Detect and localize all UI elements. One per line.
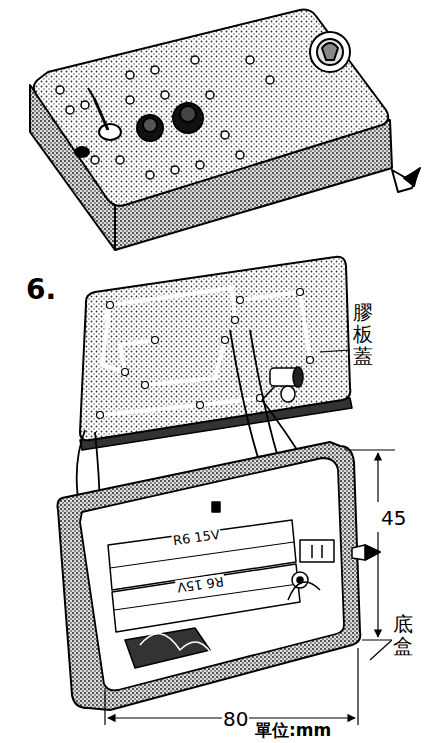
mounting-hole: [266, 76, 274, 84]
switch-terminal: [321, 545, 323, 558]
led-cone: [352, 545, 380, 560]
solder-pad: [232, 317, 239, 324]
battery-clip-wires: [125, 628, 215, 668]
mounting-hole: [126, 96, 134, 104]
copper-trace: [100, 288, 310, 415]
indicator-lamp: [322, 43, 338, 60]
dimension-line: [104, 690, 105, 725]
dimension-line: [357, 648, 358, 725]
push-buttons: [180, 106, 196, 122]
switch: [99, 124, 121, 140]
solder-pad: [142, 382, 149, 389]
push-buttons: [143, 118, 157, 132]
dimension-line: [370, 640, 392, 660]
coil-component: [293, 367, 303, 387]
solder-pad: [297, 289, 304, 296]
dimension-line: [105, 350, 395, 725]
mounting-hole: [246, 56, 254, 64]
switch-terminal: [288, 540, 334, 600]
dimension-line: [377, 453, 378, 502]
lid-plate: [80, 257, 350, 441]
mounting-hole: [206, 91, 214, 99]
led-cone: [392, 168, 420, 192]
copper-trace: [105, 288, 235, 320]
solder-pad: [197, 402, 204, 409]
mounting-hole: [146, 171, 154, 179]
push-buttons: [137, 115, 163, 141]
battery: [108, 502, 300, 632]
mounting-hole: [221, 131, 229, 139]
dimension-line: [362, 639, 395, 640]
assembled-box: [30, 10, 420, 250]
assembled-box: [56, 56, 274, 179]
mounting-hole: [66, 106, 74, 114]
mounting-hole: [56, 86, 64, 94]
battery: [112, 564, 300, 632]
solder-pad: [107, 302, 114, 309]
led-cone: [404, 170, 418, 186]
step-number: 6.: [26, 276, 56, 304]
assembled-box: [34, 10, 389, 206]
dimension-line: [320, 350, 350, 352]
mounting-hole: [91, 156, 99, 164]
battery: [110, 542, 294, 568]
coil-component: [262, 367, 303, 402]
mounting-hole: [151, 66, 159, 74]
mounting-hole: [126, 71, 134, 79]
solder-pad: [222, 337, 229, 344]
switch-terminal: [311, 545, 313, 558]
copper-trace: [102, 305, 155, 372]
switch-terminal: [300, 540, 334, 562]
copper-trace: [240, 292, 310, 360]
dimension-value: 45: [380, 507, 407, 529]
switch: [75, 88, 121, 157]
battery: [212, 502, 220, 512]
mounting-hole: [81, 101, 89, 109]
led-cone: [352, 545, 380, 560]
dimension-value: 80: [222, 708, 249, 730]
part-name: 底盒: [392, 612, 414, 658]
mounting-hole: [171, 166, 179, 174]
solder-pad: [237, 297, 244, 304]
mounting-hole: [116, 156, 124, 164]
indicator-lamp: [310, 32, 350, 72]
solder-pad: [122, 369, 129, 376]
solder-pad: [97, 289, 314, 419]
battery-clip-wires: [125, 628, 210, 668]
switch-terminal: [288, 582, 320, 600]
coil-component: [262, 386, 275, 400]
led-cone: [392, 168, 420, 192]
dimension-line: [377, 532, 378, 637]
indicator-lamp: [317, 39, 343, 65]
mounting-hole: [191, 56, 199, 64]
solder-pad: [152, 337, 159, 344]
lid-plate: [80, 257, 352, 450]
copper-trace: [145, 340, 225, 385]
dimension-line: [345, 449, 395, 450]
indicator-lamp: [310, 32, 350, 72]
switch: [88, 88, 94, 98]
solder-pad: [307, 357, 314, 364]
bottom-tray: [58, 442, 381, 710]
bottom-tray: [58, 442, 361, 710]
unit-note: 單位:mm: [255, 722, 331, 739]
copper-trace: [100, 398, 260, 415]
coil-component: [281, 386, 295, 402]
solder-pad: [97, 412, 104, 419]
switch: [94, 98, 108, 130]
switch-terminal: [292, 572, 308, 588]
part-name: 膠板蓋: [352, 300, 374, 368]
battery-clip-wires: [140, 634, 215, 660]
switch: [75, 147, 89, 157]
push-buttons: [137, 103, 203, 141]
mounting-hole: [161, 91, 169, 99]
push-buttons: [173, 103, 203, 133]
mounting-hole: [196, 161, 204, 169]
mounting-hole: [236, 151, 244, 159]
bottom-tray: [80, 458, 344, 690]
